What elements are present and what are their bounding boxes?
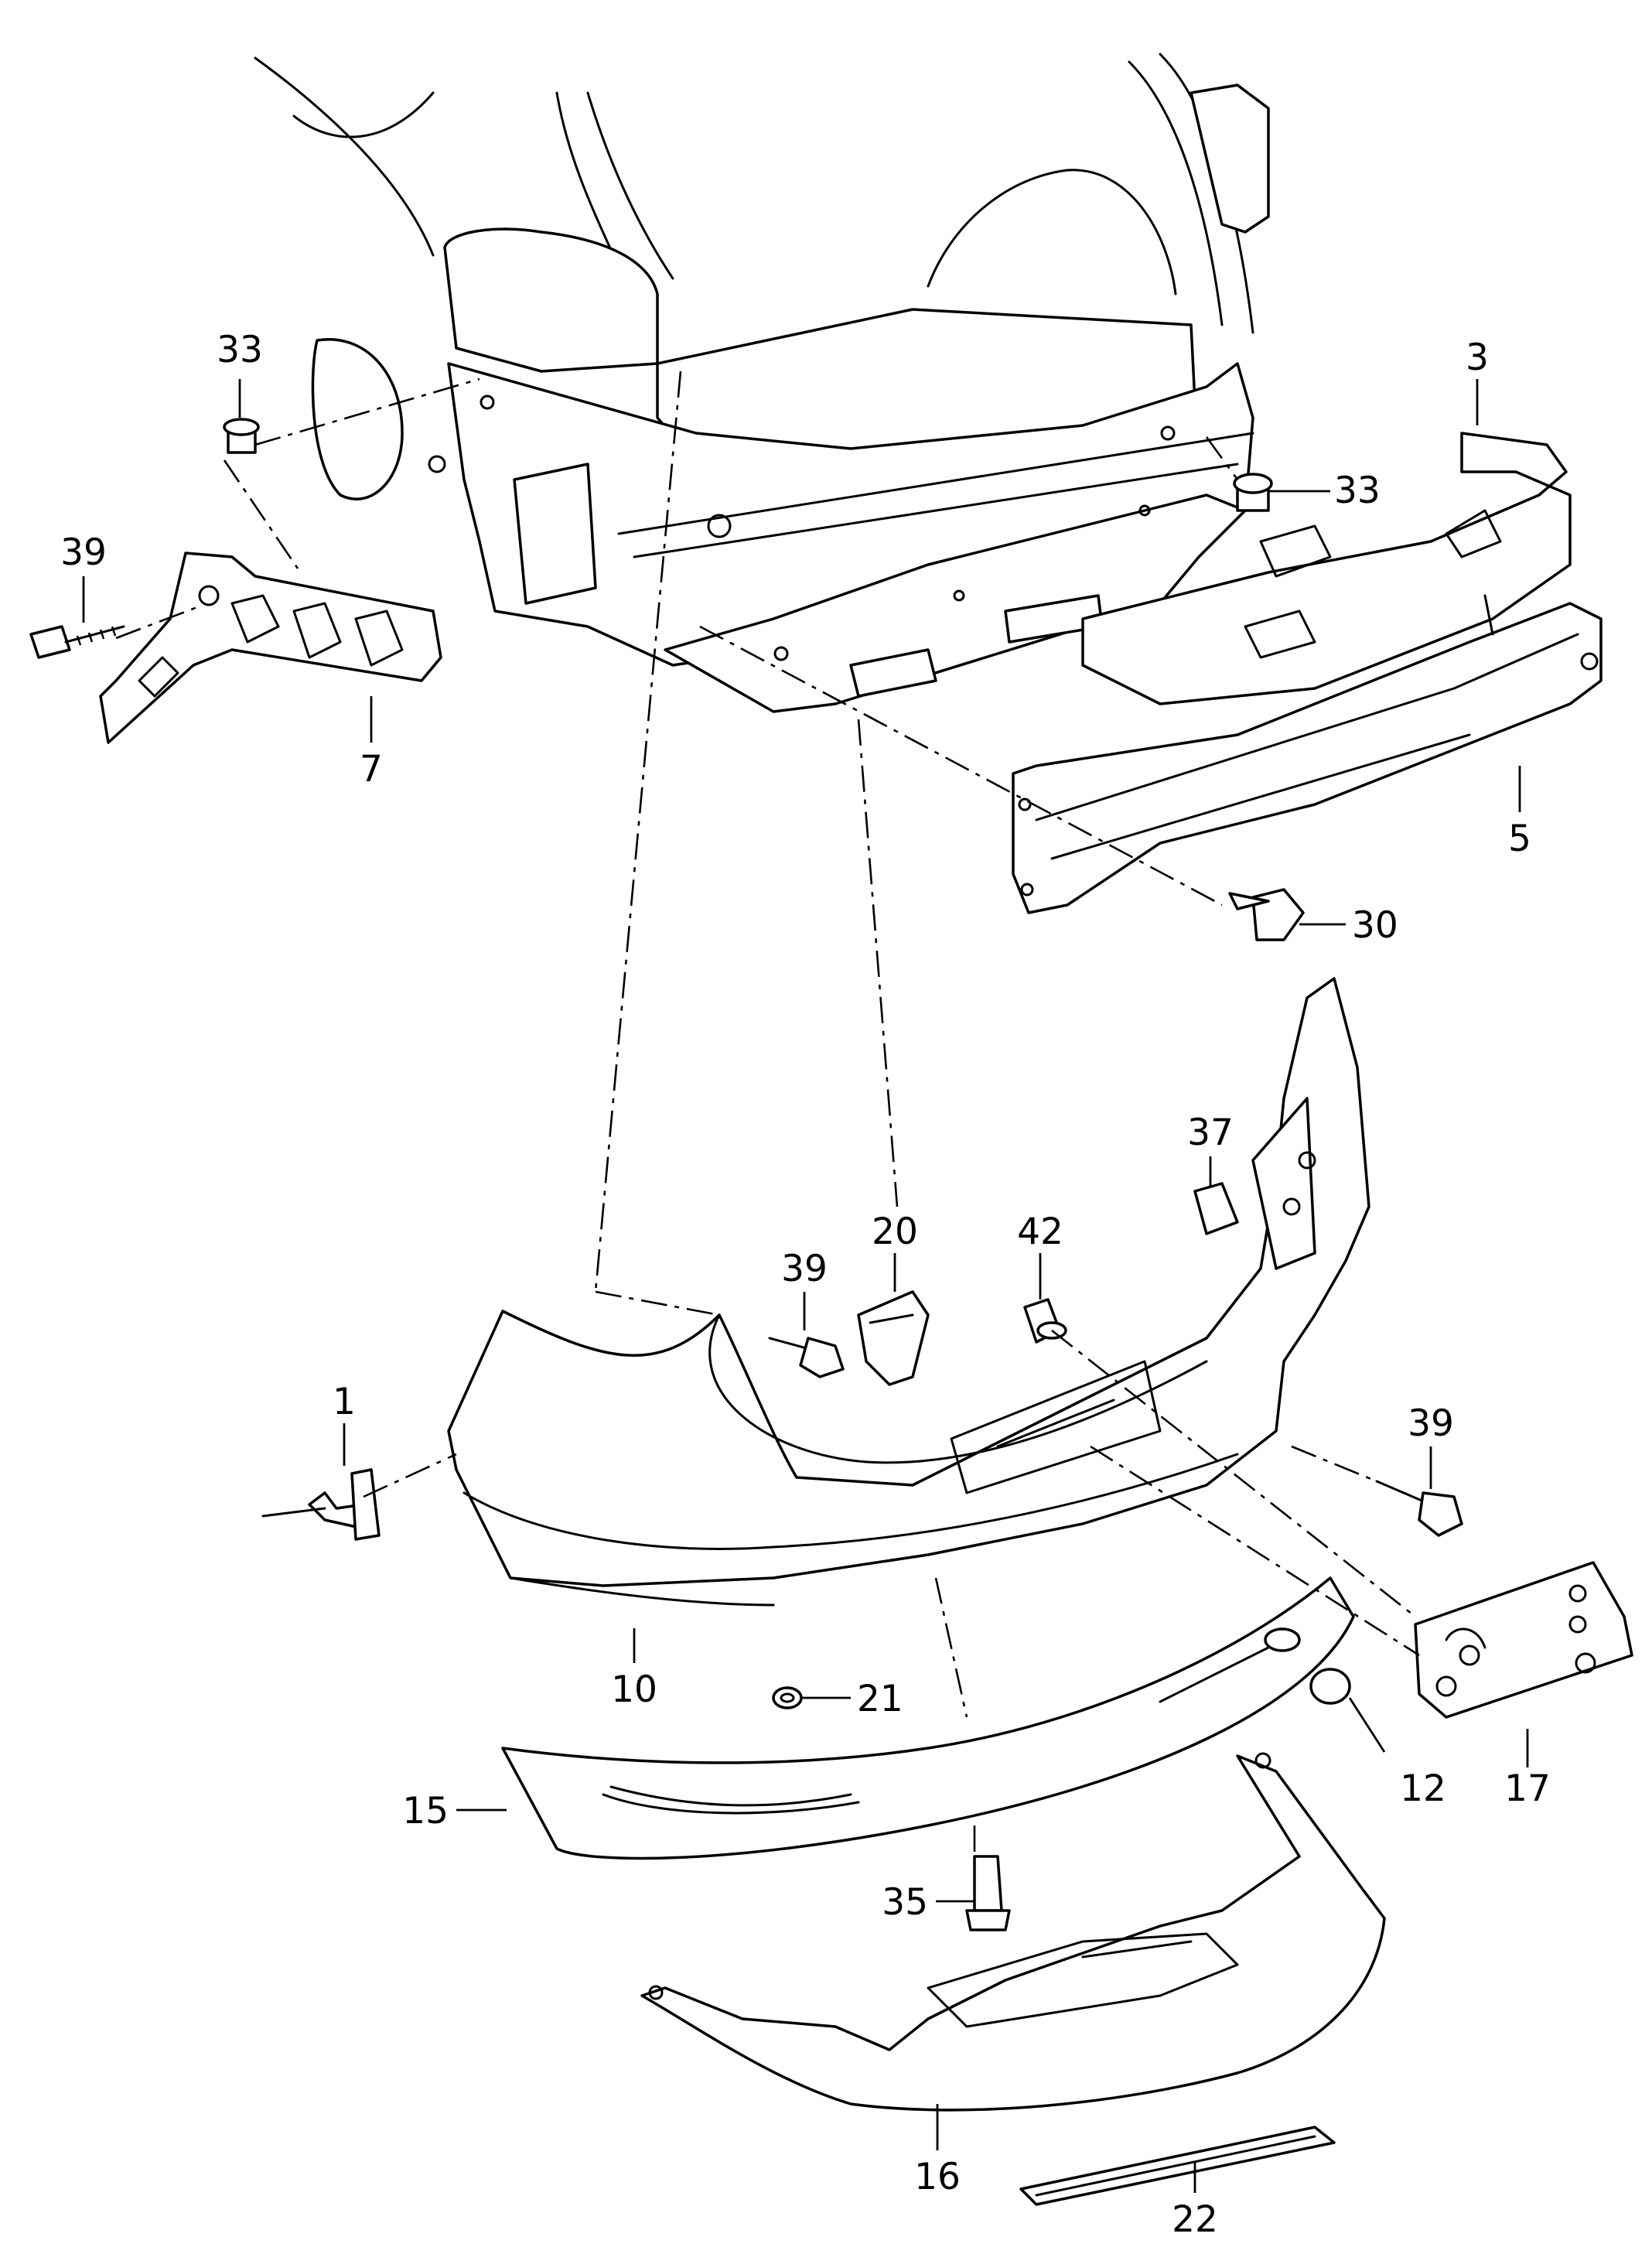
callout-3: 3 <box>1466 336 1489 379</box>
part-39-screw-right <box>1375 1480 1463 1537</box>
callout-10: 10 <box>611 1668 657 1711</box>
callout-39-left: 39 <box>60 531 107 574</box>
part-20-bracket-clip <box>857 1290 930 1386</box>
part-3-energy-absorber <box>1081 432 1572 705</box>
callout-39-middle: 39 <box>781 1248 828 1290</box>
assembly-lines <box>115 371 1420 1856</box>
callout-7: 7 <box>360 748 383 791</box>
part-33-clip-left <box>223 418 260 454</box>
callout-33-right: 33 <box>1334 470 1381 512</box>
part-7-side-bracket <box>99 552 442 744</box>
callout-17: 17 <box>1504 1767 1551 1810</box>
part-39-screw-middle <box>768 1337 845 1378</box>
part-5-reinforcement-bar <box>1012 594 1603 914</box>
part-17-license-plate-bracket <box>1414 1561 1633 1719</box>
leader-lines <box>82 379 1529 2193</box>
part-16-diffuser <box>640 1752 1386 2112</box>
part-35-bolt <box>965 1855 1011 1931</box>
callout-33-left: 33 <box>217 329 263 371</box>
callout-1: 1 <box>333 1381 356 1423</box>
callout-30: 30 <box>1352 904 1398 947</box>
callout-labels: 33 33 3 39 7 5 30 37 20 42 39 39 1 10 21… <box>60 329 1551 2241</box>
callout-20: 20 <box>872 1211 918 1253</box>
callout-5: 5 <box>1508 818 1531 860</box>
callout-22: 22 <box>1172 2198 1218 2241</box>
callout-12: 12 <box>1400 1767 1446 1810</box>
fasteners <box>29 418 1463 1931</box>
part-15-lower-valance <box>501 1576 1355 1860</box>
part-10-bumper-cover <box>447 977 1370 1607</box>
part-39-screw-left <box>29 625 125 659</box>
callout-35: 35 <box>882 1881 928 1924</box>
callout-15: 15 <box>402 1790 449 1832</box>
part-37-clip-nut <box>1193 1182 1239 1235</box>
part-33-clip-right <box>1233 473 1273 512</box>
part-30-bolt <box>1228 888 1305 941</box>
part-22-trim-strip <box>1019 2126 1336 2206</box>
callout-42: 42 <box>1017 1211 1063 1253</box>
callout-39-right: 39 <box>1408 1402 1454 1445</box>
part-12-cap <box>1264 1627 1351 1705</box>
vehicle-rear-body <box>254 53 1270 713</box>
callout-21: 21 <box>857 1678 903 1720</box>
callout-16: 16 <box>914 2156 961 2198</box>
part-21-washer <box>772 1686 803 1709</box>
part-1-push-pin <box>261 1468 381 1541</box>
callout-37: 37 <box>1187 1112 1234 1154</box>
